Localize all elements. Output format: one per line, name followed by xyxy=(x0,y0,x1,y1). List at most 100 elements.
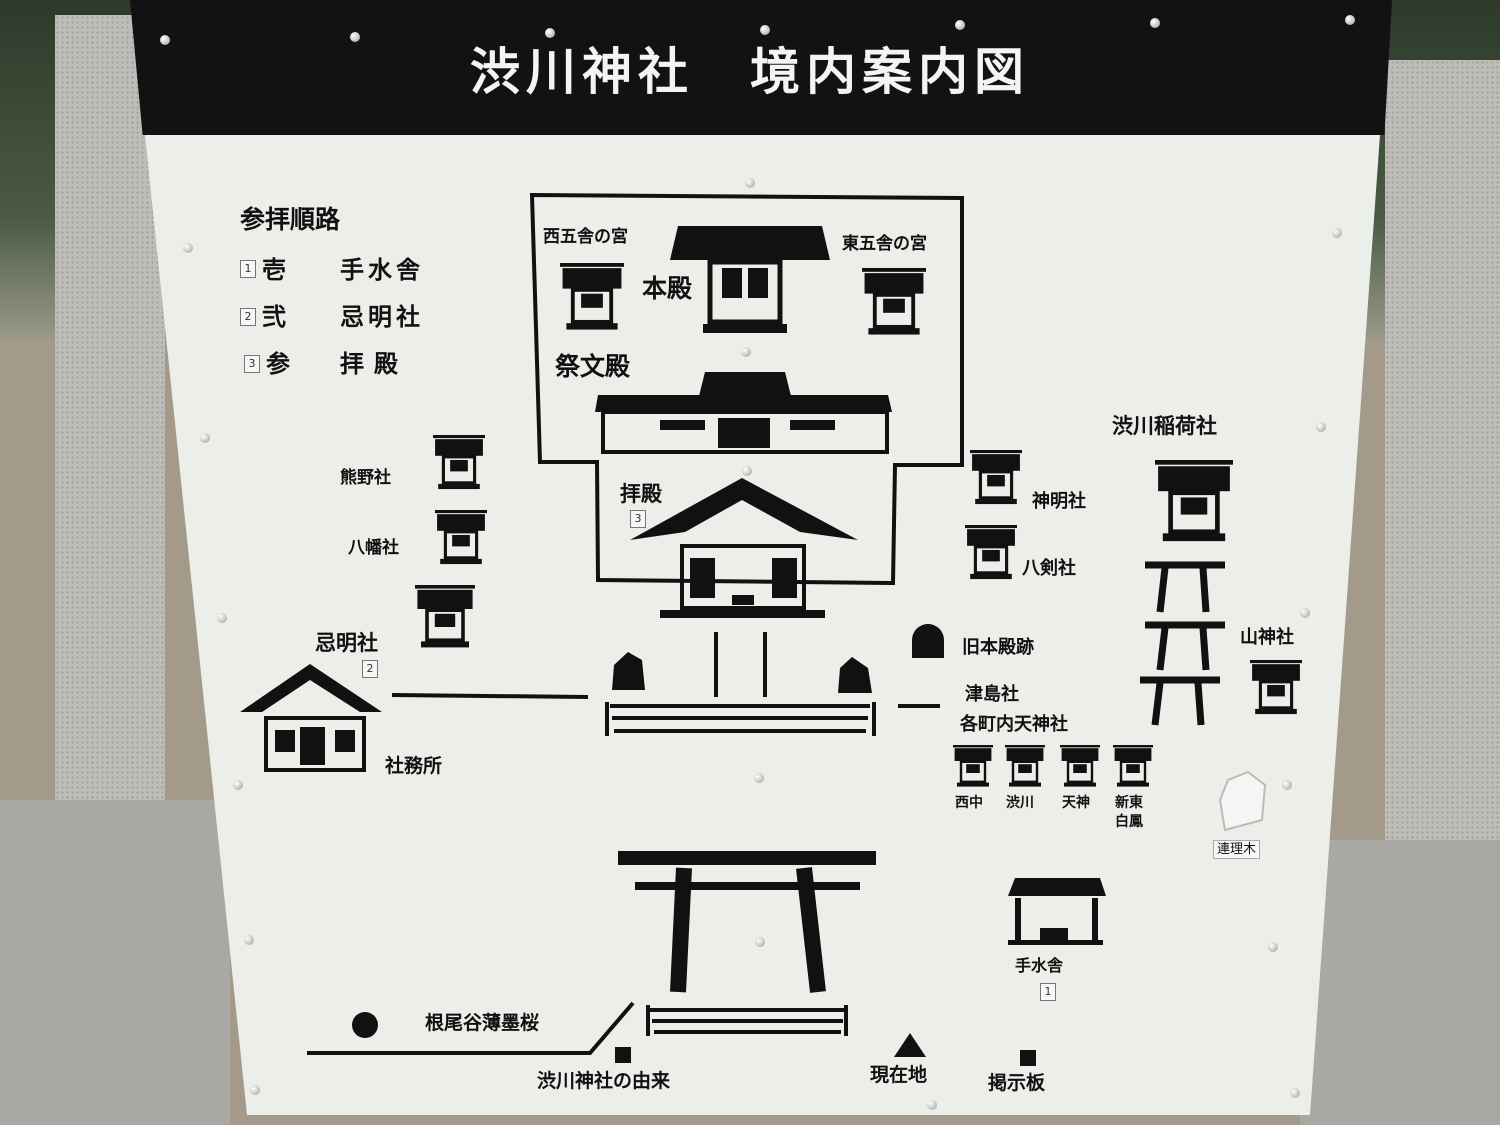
small-shrine-icon xyxy=(433,435,485,490)
label-east-five-shrines: 東五舎の宮 xyxy=(842,234,927,254)
small-shrines xyxy=(415,263,1302,787)
history-board-marker xyxy=(615,1047,631,1063)
rivet xyxy=(250,1085,260,1095)
rivet xyxy=(217,613,227,623)
label-shinmei: 神明社 xyxy=(1032,491,1086,512)
label-hachiman: 八幡社 xyxy=(348,538,399,558)
label-tenjin-tenjin: 天神 xyxy=(1062,795,1090,811)
label-haiden: 拝殿 xyxy=(620,482,662,506)
rivet xyxy=(233,780,243,790)
route-place: 拝殿 xyxy=(340,350,408,378)
route-heading: 参拝順路 xyxy=(240,205,341,234)
inari-torii xyxy=(1140,561,1225,726)
route-marker-haiden: 3 xyxy=(630,510,646,528)
rivet xyxy=(200,433,210,443)
label-chozuya: 手水舎 xyxy=(1015,956,1064,975)
sakura-marker xyxy=(352,1012,378,1038)
small-shrine-icon xyxy=(1005,745,1045,787)
small-shrine-icon xyxy=(435,510,487,565)
small-shrine-icon xyxy=(415,585,475,648)
notice-board-marker xyxy=(1020,1050,1036,1066)
route-number: 1 xyxy=(240,260,256,278)
renriboku-marker xyxy=(1218,770,1267,832)
path-line xyxy=(307,1001,635,1055)
route-place: 忌明社 xyxy=(340,303,424,331)
approach-lines xyxy=(391,632,940,736)
rivet xyxy=(160,35,170,45)
rivet xyxy=(741,347,751,357)
rivet xyxy=(1345,15,1355,25)
label-west-five-shrines: 西五舎の宮 xyxy=(543,227,628,247)
small-shrine-icon xyxy=(1113,745,1153,787)
small-shrine-icon xyxy=(970,450,1022,505)
small-shrine-icon xyxy=(1250,660,1302,715)
entrance-steps xyxy=(646,1005,848,1036)
label-current-location: 現在地 xyxy=(870,1064,928,1086)
route-order: 壱 xyxy=(262,256,286,284)
label-kimyo: 忌明社 xyxy=(315,631,378,655)
rivet xyxy=(955,20,965,30)
label-yamagami: 山神社 xyxy=(1240,627,1294,648)
small-shrine-icon xyxy=(953,745,993,787)
small-shrine-icon xyxy=(560,263,624,330)
label-tenjin-group: 各町内天神社 xyxy=(960,714,1068,735)
haiden-building xyxy=(630,478,858,618)
rivet xyxy=(755,937,765,947)
right-stone-post xyxy=(1385,60,1500,850)
route-number: 2 xyxy=(240,308,256,326)
rivet xyxy=(545,28,555,38)
label-tenjin-shinto: 新東 xyxy=(1115,795,1143,811)
small-shrine-icon xyxy=(965,525,1017,580)
label-renriboku: 連理木 xyxy=(1213,840,1261,859)
rivet xyxy=(1332,228,1342,238)
chozuya-building xyxy=(1008,878,1106,945)
route-marker-kimyo: 2 xyxy=(362,660,378,678)
label-saibunden: 祭文殿 xyxy=(555,352,631,381)
label-honden: 本殿 xyxy=(642,274,693,303)
label-hachiken: 八剣社 xyxy=(1022,558,1076,579)
rivet xyxy=(1268,942,1278,952)
route-number: 3 xyxy=(244,355,260,373)
label-kumano: 熊野社 xyxy=(340,468,391,488)
label-tenjin-hakuho: 白鳳 xyxy=(1115,814,1143,830)
komainu-statues xyxy=(612,652,872,693)
route-order: 弐 xyxy=(262,303,286,331)
honden-enclosure xyxy=(529,192,964,586)
rivet xyxy=(350,32,360,42)
main-torii xyxy=(618,851,876,993)
rivet xyxy=(754,773,764,783)
label-history: 渋川神社の由来 xyxy=(537,1070,671,1092)
label-tsushima: 津島社 xyxy=(965,684,1019,705)
sign-title: 渋川神社 境内案内図 xyxy=(470,43,1030,101)
current-location-marker xyxy=(894,1033,926,1057)
left-stone-base xyxy=(0,800,230,1125)
rivet xyxy=(244,935,254,945)
label-shamusho: 社務所 xyxy=(385,755,443,777)
rivet xyxy=(1290,1088,1300,1098)
shamusho-building xyxy=(240,664,382,772)
honden-building xyxy=(670,226,830,333)
route-place: 手水舎 xyxy=(340,256,424,284)
rivet xyxy=(1300,608,1310,618)
label-sakura: 根尾谷薄墨桜 xyxy=(425,1012,540,1034)
sign-header xyxy=(130,0,1392,135)
label-tenjin-shibukawa: 渋川 xyxy=(1006,795,1034,811)
small-shrine-icon xyxy=(1155,460,1233,542)
label-tenjin-nishinaka: 西中 xyxy=(955,795,983,811)
rivet xyxy=(927,1100,937,1110)
rivet xyxy=(1150,18,1160,28)
right-stone-base xyxy=(1300,840,1500,1125)
label-old-honden: 旧本殿跡 xyxy=(962,637,1034,658)
label-inari: 渋川稲荷社 xyxy=(1112,414,1217,438)
label-notice-board: 掲示板 xyxy=(988,1072,1046,1094)
rivet xyxy=(183,243,193,253)
rivet xyxy=(1282,780,1292,790)
rivet xyxy=(1316,422,1326,432)
small-shrine-icon xyxy=(862,268,926,335)
rivet xyxy=(742,466,752,476)
bottom-markers xyxy=(307,1001,1036,1066)
small-shrine-icon xyxy=(1060,745,1100,787)
route-order: 参 xyxy=(266,350,290,378)
saibunden-building xyxy=(595,372,892,454)
